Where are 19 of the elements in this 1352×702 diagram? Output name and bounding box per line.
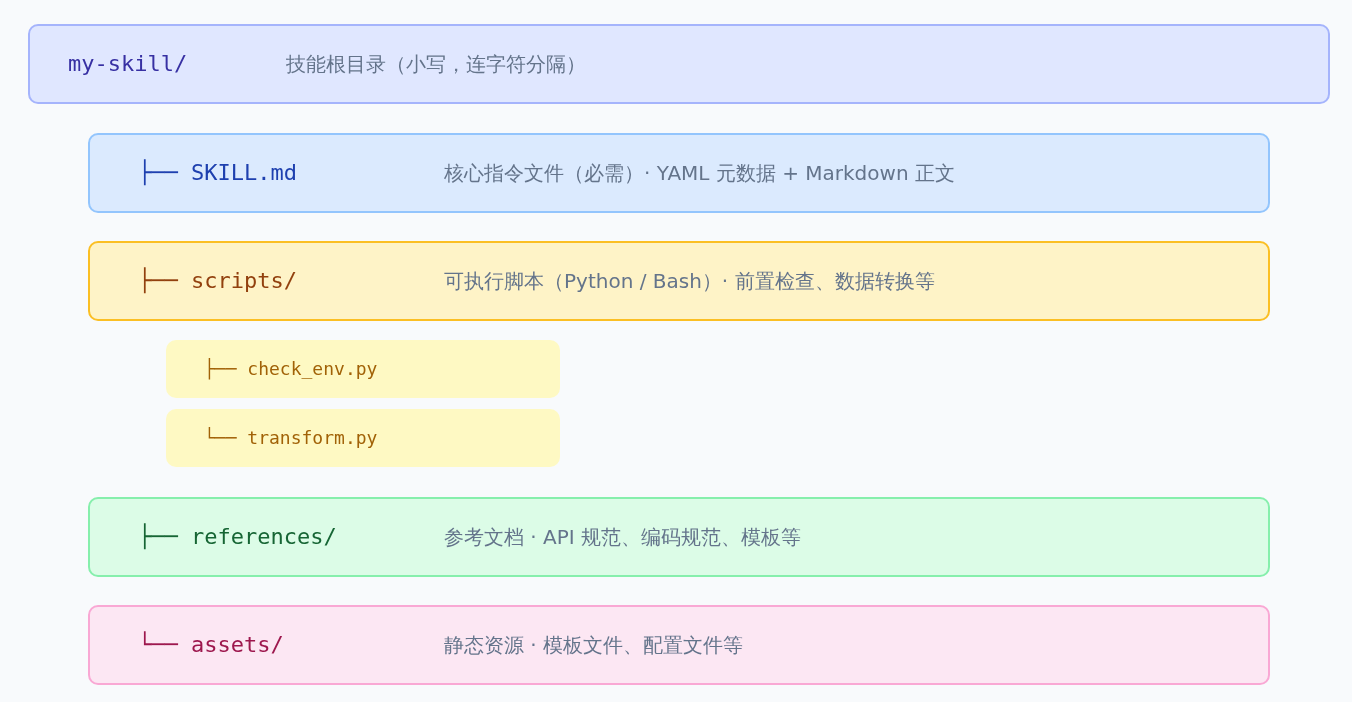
description: 可执行脚本（Python / Bash）· 前置检查、数据转换等	[444, 269, 935, 293]
path-name: └── assets/	[138, 631, 284, 659]
file-card	[166, 340, 560, 398]
path-name: ├── scripts/	[138, 267, 297, 295]
description: 参考文档 · API 规范、编码规范、模板等	[444, 525, 802, 549]
path-name: ├── check_env.py	[204, 358, 378, 380]
path-name: ├── references/	[138, 523, 337, 551]
folder-card	[88, 241, 1270, 321]
path-name: my-skill/	[68, 50, 188, 78]
path-name: ├── SKILL.md	[138, 159, 297, 187]
description: 静态资源 · 模板文件、配置文件等	[444, 633, 744, 657]
folder-card	[88, 605, 1270, 685]
path-name: └── transform.py	[204, 427, 378, 449]
description: 核心指令文件（必需）· YAML 元数据 + Markdown 正文	[444, 161, 955, 185]
folder-card	[88, 497, 1270, 577]
file-card	[166, 409, 560, 467]
description: 技能根目录（小写，连字符分隔）	[286, 52, 586, 76]
root-folder-card	[28, 24, 1330, 104]
file-card	[88, 133, 1270, 213]
